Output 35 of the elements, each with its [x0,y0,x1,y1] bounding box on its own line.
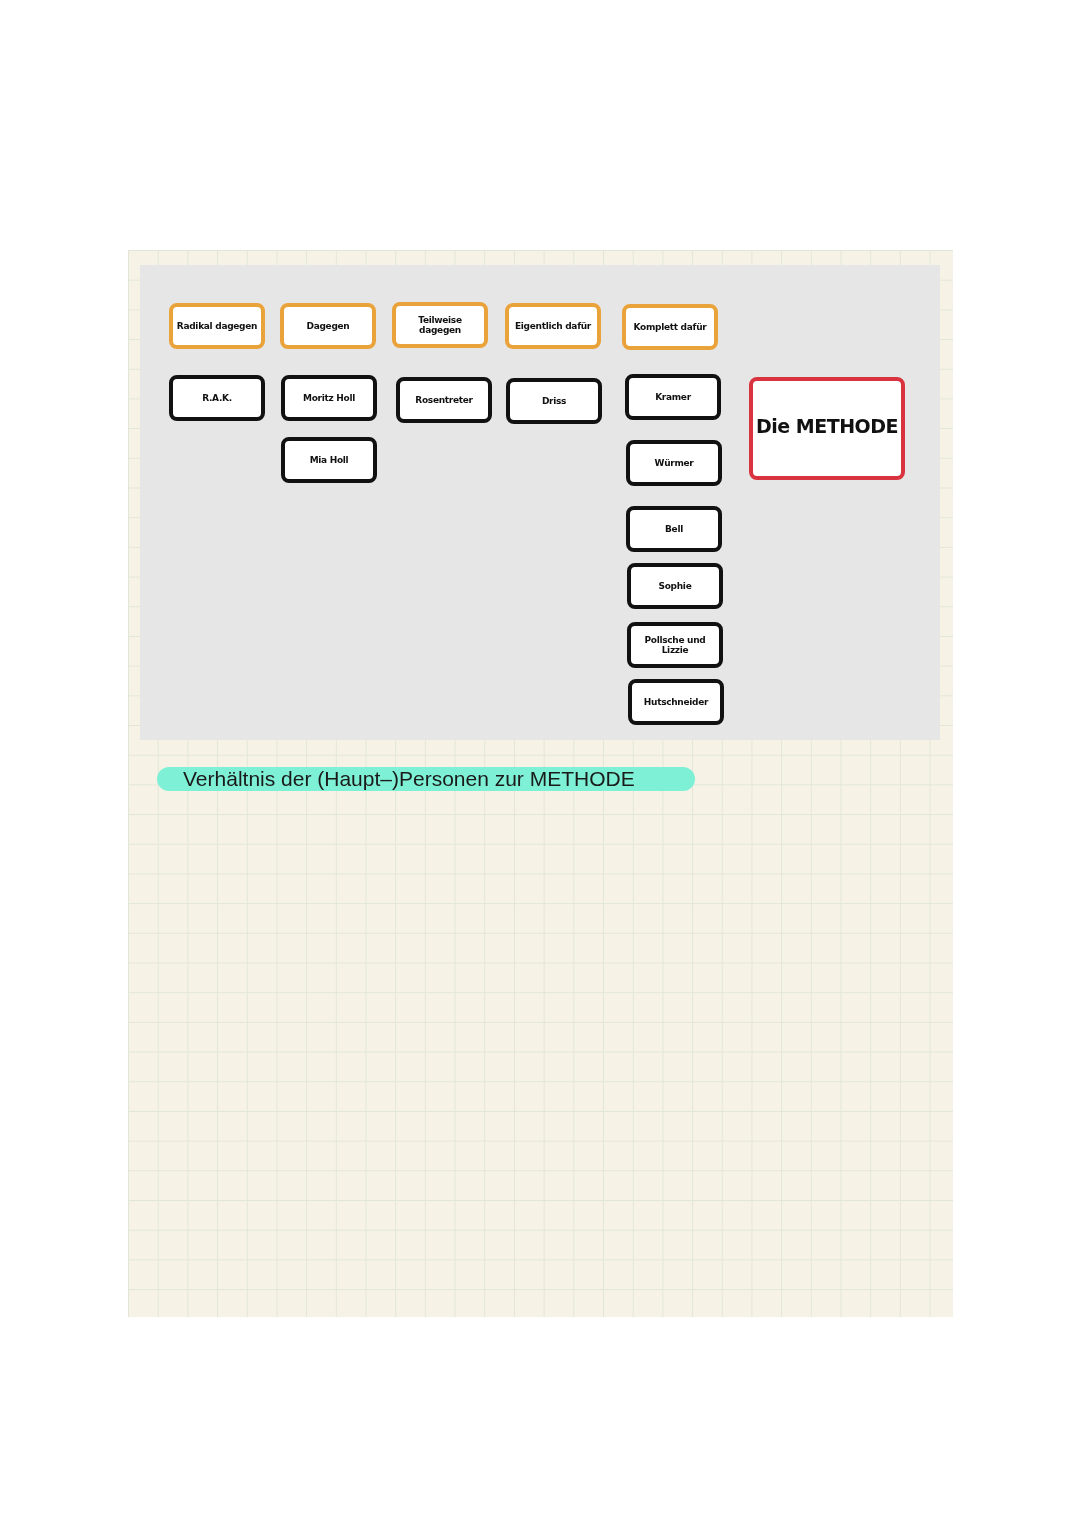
box-label: Moritz Holl [303,393,355,403]
method-box [749,377,905,480]
category-box [392,302,488,348]
box-label: Bell [665,524,683,534]
box-label: Würmer [654,458,694,468]
box-label: Rosentreter [415,395,473,405]
person-box [281,375,377,421]
person-box [169,375,265,421]
box-label: Pollsche und Lizzie [643,635,707,655]
person-box [626,506,722,552]
person-box [396,377,492,423]
person-box [627,563,723,609]
person-box [281,437,377,483]
category-box [505,303,601,349]
box-label: Sophie [658,581,692,591]
box-label: Driss [541,396,567,406]
category-box [280,303,376,349]
box-label: Komplett dafür [633,322,707,332]
box-label: Kramer [655,392,691,402]
box-label: Teilweise dagegen [417,315,463,335]
category-box [169,303,265,349]
person-box [626,440,722,486]
category-box [622,304,718,350]
person-box [627,622,723,668]
box-label: Radikal dagegen [176,321,258,331]
box-label: Dagegen [306,321,350,331]
box-label: Die METHODE [756,415,898,437]
person-box [628,679,724,725]
box-label: R.A.K. [202,393,232,403]
box-label: Mia Holl [309,455,349,465]
caption: Verhältnis der (Haupt–)Personen zur METHODE [157,767,695,791]
box-label: Hutschneider [643,697,709,707]
person-box [625,374,721,420]
person-box [506,378,602,424]
box-label: Eigentlich dafür [515,321,591,331]
